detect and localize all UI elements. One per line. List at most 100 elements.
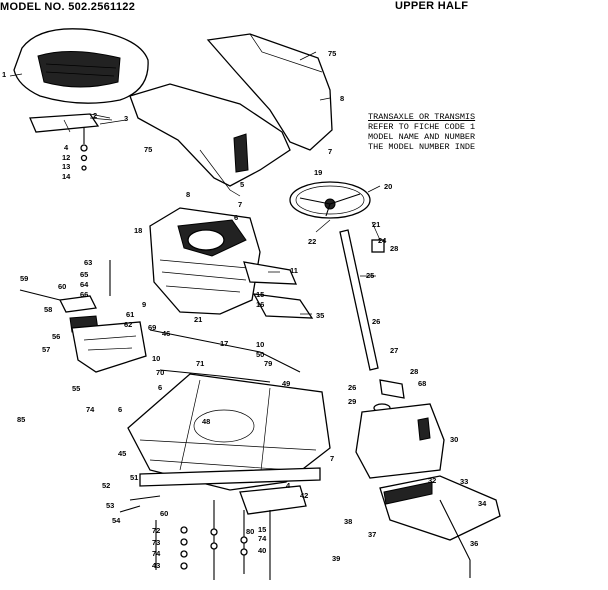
callout-label: 26 <box>372 317 380 326</box>
callout-label: 61 <box>126 310 134 319</box>
engine-drawing <box>149 207 314 319</box>
callout-label: 40 <box>258 546 266 555</box>
callout-label: 28 <box>390 244 398 253</box>
callout-label: 42 <box>300 491 308 500</box>
callout-label: 22 <box>308 237 316 246</box>
callout-label: 56 <box>52 332 60 341</box>
note-line-4: THE MODEL NUMBER INDE <box>368 142 476 152</box>
callout-label: 75 <box>144 145 152 154</box>
callout-label: 18 <box>134 226 142 235</box>
callout-label: 75 <box>328 49 336 58</box>
callout-label: 36 <box>470 539 478 548</box>
callout-label: 80 <box>246 527 254 536</box>
linkage-drawing <box>19 260 301 383</box>
callout-label: 33 <box>460 477 468 486</box>
model-number: MODEL NO. 502.2561122 <box>0 1 136 13</box>
callout-label: 45 <box>118 449 126 458</box>
callout-label: 58 <box>44 305 52 314</box>
callout-label: 85 <box>17 415 25 424</box>
callout-label: 54 <box>112 516 121 525</box>
callout-label: 11 <box>290 266 298 275</box>
callout-labels: 1 2 3 4 12 13 14 75 8 7 75 5 6 8 7 19 20… <box>2 49 487 570</box>
callout-label: 6 <box>158 383 162 392</box>
callout-label: 6 <box>118 405 122 414</box>
callout-label: 34 <box>478 499 487 508</box>
callout-label: 3 <box>124 114 128 123</box>
callout-label: 29 <box>348 397 356 406</box>
callout-label: 30 <box>450 435 458 444</box>
callout-label: 19 <box>314 168 322 177</box>
callout-label: 28 <box>410 367 418 376</box>
callout-label: 55 <box>72 384 80 393</box>
callout-label: 64 <box>80 280 89 289</box>
callout-label: 4 <box>64 143 69 152</box>
callout-label: 7 <box>330 454 334 463</box>
callout-label: 57 <box>42 345 50 354</box>
callout-label: 74 <box>152 549 161 558</box>
hardware-drawing <box>119 485 307 580</box>
callout-label: 39 <box>332 554 340 563</box>
callout-label: 74 <box>258 534 267 543</box>
callout-label: 9 <box>142 300 146 309</box>
callout-label: 2 <box>93 111 97 120</box>
note-line-2: REFER TO FICHE CODE 1 <box>368 122 476 132</box>
callout-label: 63 <box>84 258 92 267</box>
dash-drawing <box>355 403 501 578</box>
callout-label: 52 <box>102 481 110 490</box>
callout-label: 10 <box>256 340 264 349</box>
callout-label: 68 <box>418 379 426 388</box>
callout-label: 62 <box>124 320 132 329</box>
note-line-3: MODEL NAME AND NUMBER <box>368 132 476 142</box>
callout-label: 72 <box>152 526 160 535</box>
callout-label: 60 <box>58 282 66 291</box>
callout-label: 49 <box>282 379 290 388</box>
callout-label: 1 <box>2 70 6 79</box>
callout-label: 71 <box>196 359 204 368</box>
leader-lines <box>9 51 381 315</box>
callout-label: 51 <box>130 473 138 482</box>
callout-label: 12 <box>62 153 70 162</box>
callout-label: 65 <box>80 270 88 279</box>
steering-drawing <box>289 181 405 413</box>
callout-label: 6 <box>234 213 238 222</box>
callout-label: 16 <box>256 300 264 309</box>
callout-label: 50 <box>256 350 264 359</box>
callout-label: 25 <box>366 271 374 280</box>
callout-label: 17 <box>220 339 228 348</box>
callout-label: 21 <box>372 220 380 229</box>
callout-label: 60 <box>160 509 168 518</box>
callout-label: 26 <box>348 383 356 392</box>
section-title: UPPER HALF <box>395 0 469 12</box>
callout-label: 7 <box>238 200 242 209</box>
callout-label: 14 <box>62 172 71 181</box>
callout-label: 8 <box>340 94 344 103</box>
hood-drawing <box>129 33 333 197</box>
callout-label: 4 <box>286 481 291 490</box>
callout-label: 7 <box>328 147 332 156</box>
callout-label: 27 <box>390 346 398 355</box>
callout-label: 73 <box>152 538 160 547</box>
callout-label: 43 <box>152 561 160 570</box>
callout-label: 32 <box>428 476 436 485</box>
callout-label: 46 <box>162 329 170 338</box>
callout-label: 48 <box>202 417 210 426</box>
callout-label: 53 <box>106 501 114 510</box>
callout-label: 35 <box>316 311 324 320</box>
seat-drawing <box>13 28 149 171</box>
callout-label: 66 <box>80 290 88 299</box>
callout-label: 15 <box>256 290 264 299</box>
callout-label: 79 <box>264 359 272 368</box>
note-line-1: TRANSAXLE OR TRANSMIS <box>368 112 476 122</box>
callout-label: 10 <box>152 354 160 363</box>
callout-label: 20 <box>384 182 392 191</box>
callout-label: 37 <box>368 530 376 539</box>
callout-label: 24 <box>378 236 387 245</box>
callout-label: 59 <box>20 274 28 283</box>
callout-label: 69 <box>148 323 156 332</box>
callout-label: 8 <box>186 190 190 199</box>
callout-label: 15 <box>258 525 266 534</box>
callout-label: 74 <box>86 405 95 414</box>
callout-label: 21 <box>194 315 202 324</box>
callout-label: 5 <box>240 180 244 189</box>
